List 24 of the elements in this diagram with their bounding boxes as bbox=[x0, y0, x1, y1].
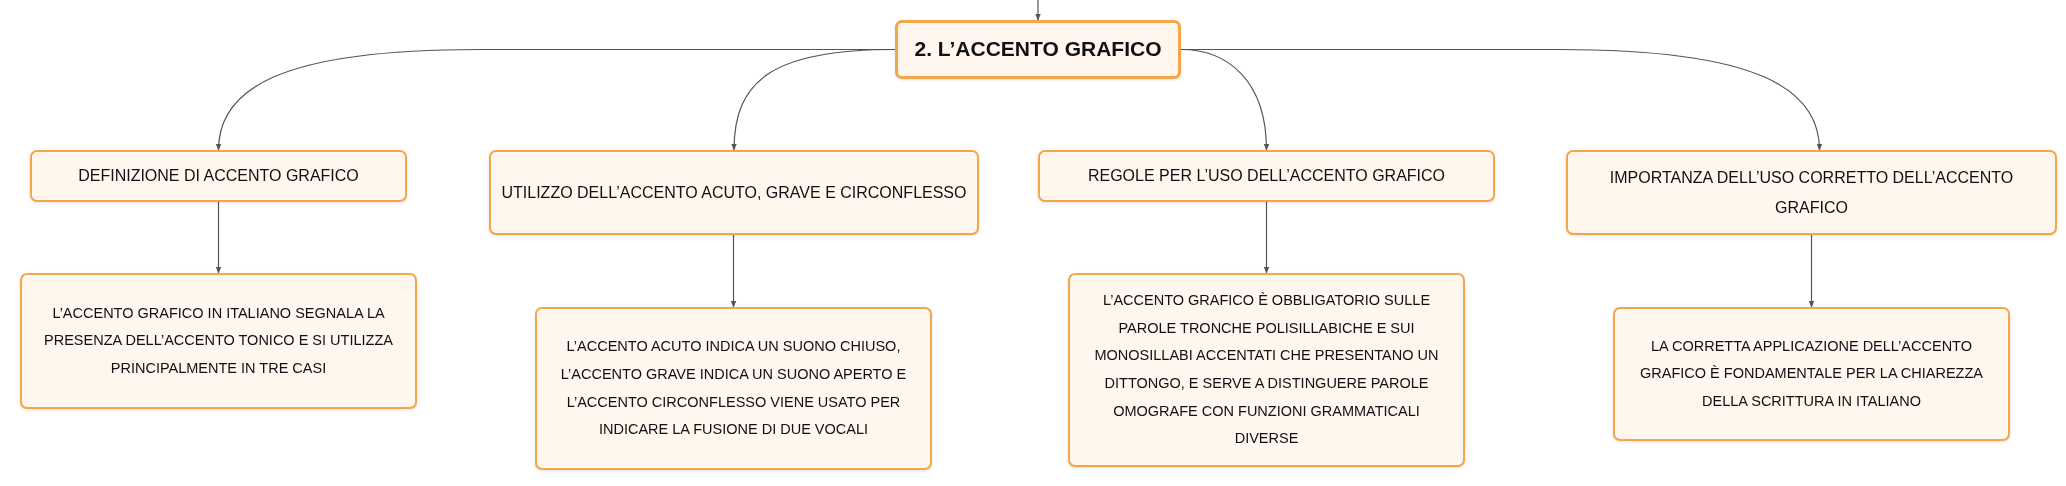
node-text: REGOLE PER L’USO DELL’ACCENTO GRAFICO bbox=[1087, 166, 1446, 187]
connector-arrow bbox=[215, 201, 222, 274]
node-text: L’ACCENTO ACUTO INDICA UN SUONO CHIUSO, L’ACCENTO GRAVE INDICA UN SUONO APERTO E L’ACCENTO CIRCONFLESSO VIENE USATO PER INDICARE LA FUSIONE DI DUE VOCALI bbox=[559, 337, 908, 440]
connector-arrow bbox=[731, 48, 896, 151]
connector-arrow bbox=[1035, 0, 1041, 21]
description-box bbox=[1613, 307, 2010, 441]
topic-box bbox=[1038, 150, 1495, 202]
topic-box bbox=[1566, 150, 2057, 235]
description-box bbox=[535, 307, 932, 470]
node-text: 2. L’ACCENTO GRAFICO bbox=[914, 36, 1162, 63]
node-text: IMPORTANZA DELL’USO CORRETTO DELL’ACCENTO GRAFICO bbox=[1608, 167, 2015, 218]
node-text: L’ACCENTO GRAFICO È OBBLIGATORIO SULLE PAROLE TRONCHE POLISILLABICHE E SUI MONOSILLABI ACCENTATI CHE PRESENTANO UN DITTONGO, E SERVE A DISTINGUERE PAROLE OMOGRAFE CON FUNZIONI GRAMMATICALI DIVERSE bbox=[1093, 291, 1440, 449]
connector-arrow bbox=[1808, 234, 1815, 308]
connector-arrow bbox=[1263, 201, 1270, 274]
node-text: LA CORRETTA APPLICAZIONE DELL’ACCENTO GRAFICO È FONDAMENTALE PER LA CHIAREZZA DELLA SCRITTURA IN ITALIANO bbox=[1639, 336, 1984, 411]
node-text: DEFINIZIONE DI ACCENTO GRAFICO bbox=[78, 166, 359, 187]
description-box bbox=[1068, 273, 1465, 467]
connector-arrow bbox=[730, 234, 737, 308]
description-box bbox=[20, 273, 417, 409]
topic-box bbox=[489, 150, 979, 235]
topic-box bbox=[30, 150, 407, 202]
node-text: UTILIZZO DELL’ACCENTO ACUTO, GRAVE E CIRCONFLESSO bbox=[501, 182, 967, 203]
node-text: L’ACCENTO GRAFICO IN ITALIANO SEGNALA LA PRESENZA DELL’ACCENTO TONICO E SI UTILIZZA PRINCIPALMENTE IN TRE CASI bbox=[43, 303, 394, 378]
root-topic-box bbox=[895, 20, 1181, 79]
